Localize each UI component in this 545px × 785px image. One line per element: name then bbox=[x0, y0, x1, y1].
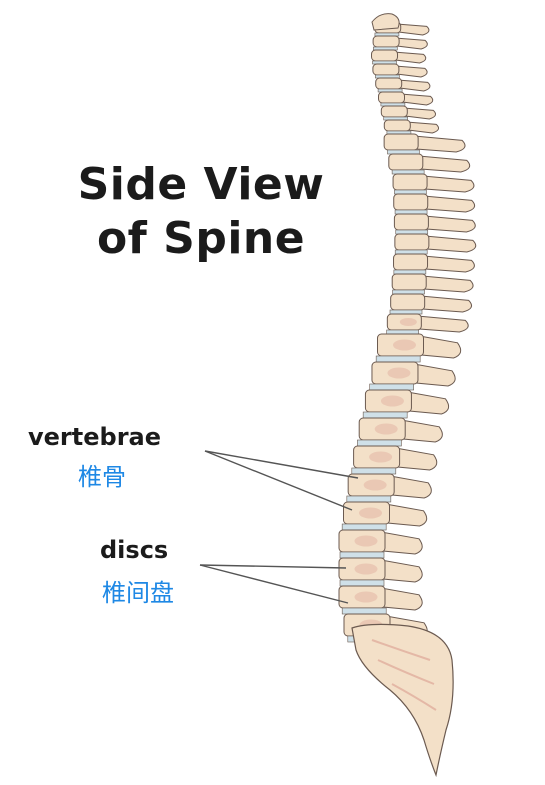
spinous-process bbox=[406, 391, 450, 415]
spinous-process bbox=[420, 295, 473, 313]
spinous-process bbox=[418, 335, 462, 359]
vertebra bbox=[371, 49, 399, 62]
spinous-process bbox=[389, 475, 432, 499]
intervertebral-disc bbox=[351, 467, 397, 475]
title-line-1: Side View bbox=[77, 159, 325, 210]
spinous-process bbox=[402, 107, 437, 120]
spinous-process bbox=[423, 195, 476, 213]
vertebra bbox=[394, 233, 430, 251]
vertebra bbox=[390, 293, 426, 311]
intervertebral-disc bbox=[393, 269, 427, 275]
intervertebral-disc bbox=[357, 439, 402, 447]
spinous-process bbox=[394, 65, 428, 78]
intervertebral-disc bbox=[375, 355, 421, 363]
spinous-process bbox=[380, 531, 423, 555]
vertebrae-label: vertebrae bbox=[28, 423, 161, 451]
spinous-process bbox=[418, 155, 471, 173]
intervertebral-disc bbox=[394, 249, 428, 255]
vertebra-shading bbox=[363, 479, 387, 491]
spinous-process bbox=[380, 559, 423, 583]
vertebra-shading bbox=[359, 507, 382, 519]
intervertebral-disc bbox=[362, 411, 408, 419]
sacrum bbox=[351, 623, 454, 778]
vertebra bbox=[393, 253, 429, 271]
vertebra bbox=[372, 35, 400, 48]
spinous-process bbox=[416, 315, 469, 333]
sacrum-detail bbox=[371, 639, 437, 711]
intervertebral-disc bbox=[386, 329, 419, 335]
discs-leader-line-1 bbox=[199, 564, 347, 569]
vertebrae-leader-line-1 bbox=[204, 450, 359, 479]
vertebra-shading bbox=[354, 591, 378, 603]
discs-label: discs bbox=[100, 536, 169, 564]
intervertebral-disc bbox=[387, 149, 420, 155]
spinous-process bbox=[422, 175, 475, 193]
intervertebral-disc bbox=[395, 229, 429, 235]
vertebra bbox=[380, 105, 408, 118]
spinous-process bbox=[395, 447, 438, 471]
intervertebral-disc bbox=[389, 309, 423, 315]
vertebra bbox=[375, 77, 403, 90]
intervertebral-disc bbox=[339, 579, 385, 587]
intervertebral-disc bbox=[341, 523, 387, 531]
atlas bbox=[371, 13, 400, 31]
vertebra-shading bbox=[369, 451, 393, 463]
vertebra-shading bbox=[354, 563, 378, 575]
vertebra bbox=[392, 173, 428, 191]
vertebra bbox=[393, 193, 429, 211]
intervertebral-disc bbox=[391, 169, 425, 175]
spinous-process bbox=[399, 93, 434, 106]
spinous-process bbox=[413, 135, 466, 153]
vertebra-shading bbox=[387, 367, 411, 379]
intervertebral-disc bbox=[394, 209, 428, 215]
vertebra bbox=[372, 63, 400, 76]
spinous-process bbox=[397, 79, 431, 92]
vertebra-shading bbox=[354, 535, 378, 547]
vertebra-shading bbox=[380, 395, 404, 407]
discs-label-chinese: 椎间盘 bbox=[102, 579, 174, 607]
spinous-process bbox=[394, 37, 428, 50]
intervertebral-disc bbox=[369, 383, 415, 391]
intervertebral-disc bbox=[392, 289, 425, 295]
vertebra bbox=[383, 133, 419, 151]
vertebra-shading bbox=[393, 339, 416, 351]
spinous-process bbox=[422, 255, 475, 273]
vertebrae-label-chinese: 椎骨 bbox=[78, 463, 126, 491]
spinous-process bbox=[392, 51, 427, 64]
title-line-2: of Spine bbox=[96, 213, 306, 264]
vertebra bbox=[393, 213, 429, 231]
vertebra bbox=[388, 153, 424, 171]
spinous-process bbox=[421, 275, 474, 293]
spinous-process bbox=[423, 215, 476, 233]
intervertebral-disc bbox=[346, 495, 392, 503]
discs-leader-line-2 bbox=[199, 564, 349, 604]
spinous-process bbox=[413, 363, 456, 387]
vertebra bbox=[391, 273, 427, 291]
vertebra bbox=[378, 91, 405, 104]
diagram-title: Side View of Spine bbox=[36, 158, 366, 266]
intervertebral-disc bbox=[394, 189, 427, 195]
spinous-process bbox=[400, 419, 443, 443]
intervertebral-disc bbox=[341, 607, 387, 615]
vertebra-shading bbox=[374, 423, 398, 435]
spinous-process bbox=[405, 121, 440, 134]
vertebra-shading bbox=[399, 318, 417, 326]
spinous-process bbox=[384, 503, 428, 527]
spinous-process bbox=[396, 23, 430, 36]
vertebra bbox=[383, 119, 411, 132]
intervertebral-disc bbox=[339, 551, 385, 559]
vertebrae-leader-line-2 bbox=[204, 450, 353, 511]
spinous-process bbox=[424, 235, 477, 253]
spinous-process bbox=[380, 587, 423, 611]
